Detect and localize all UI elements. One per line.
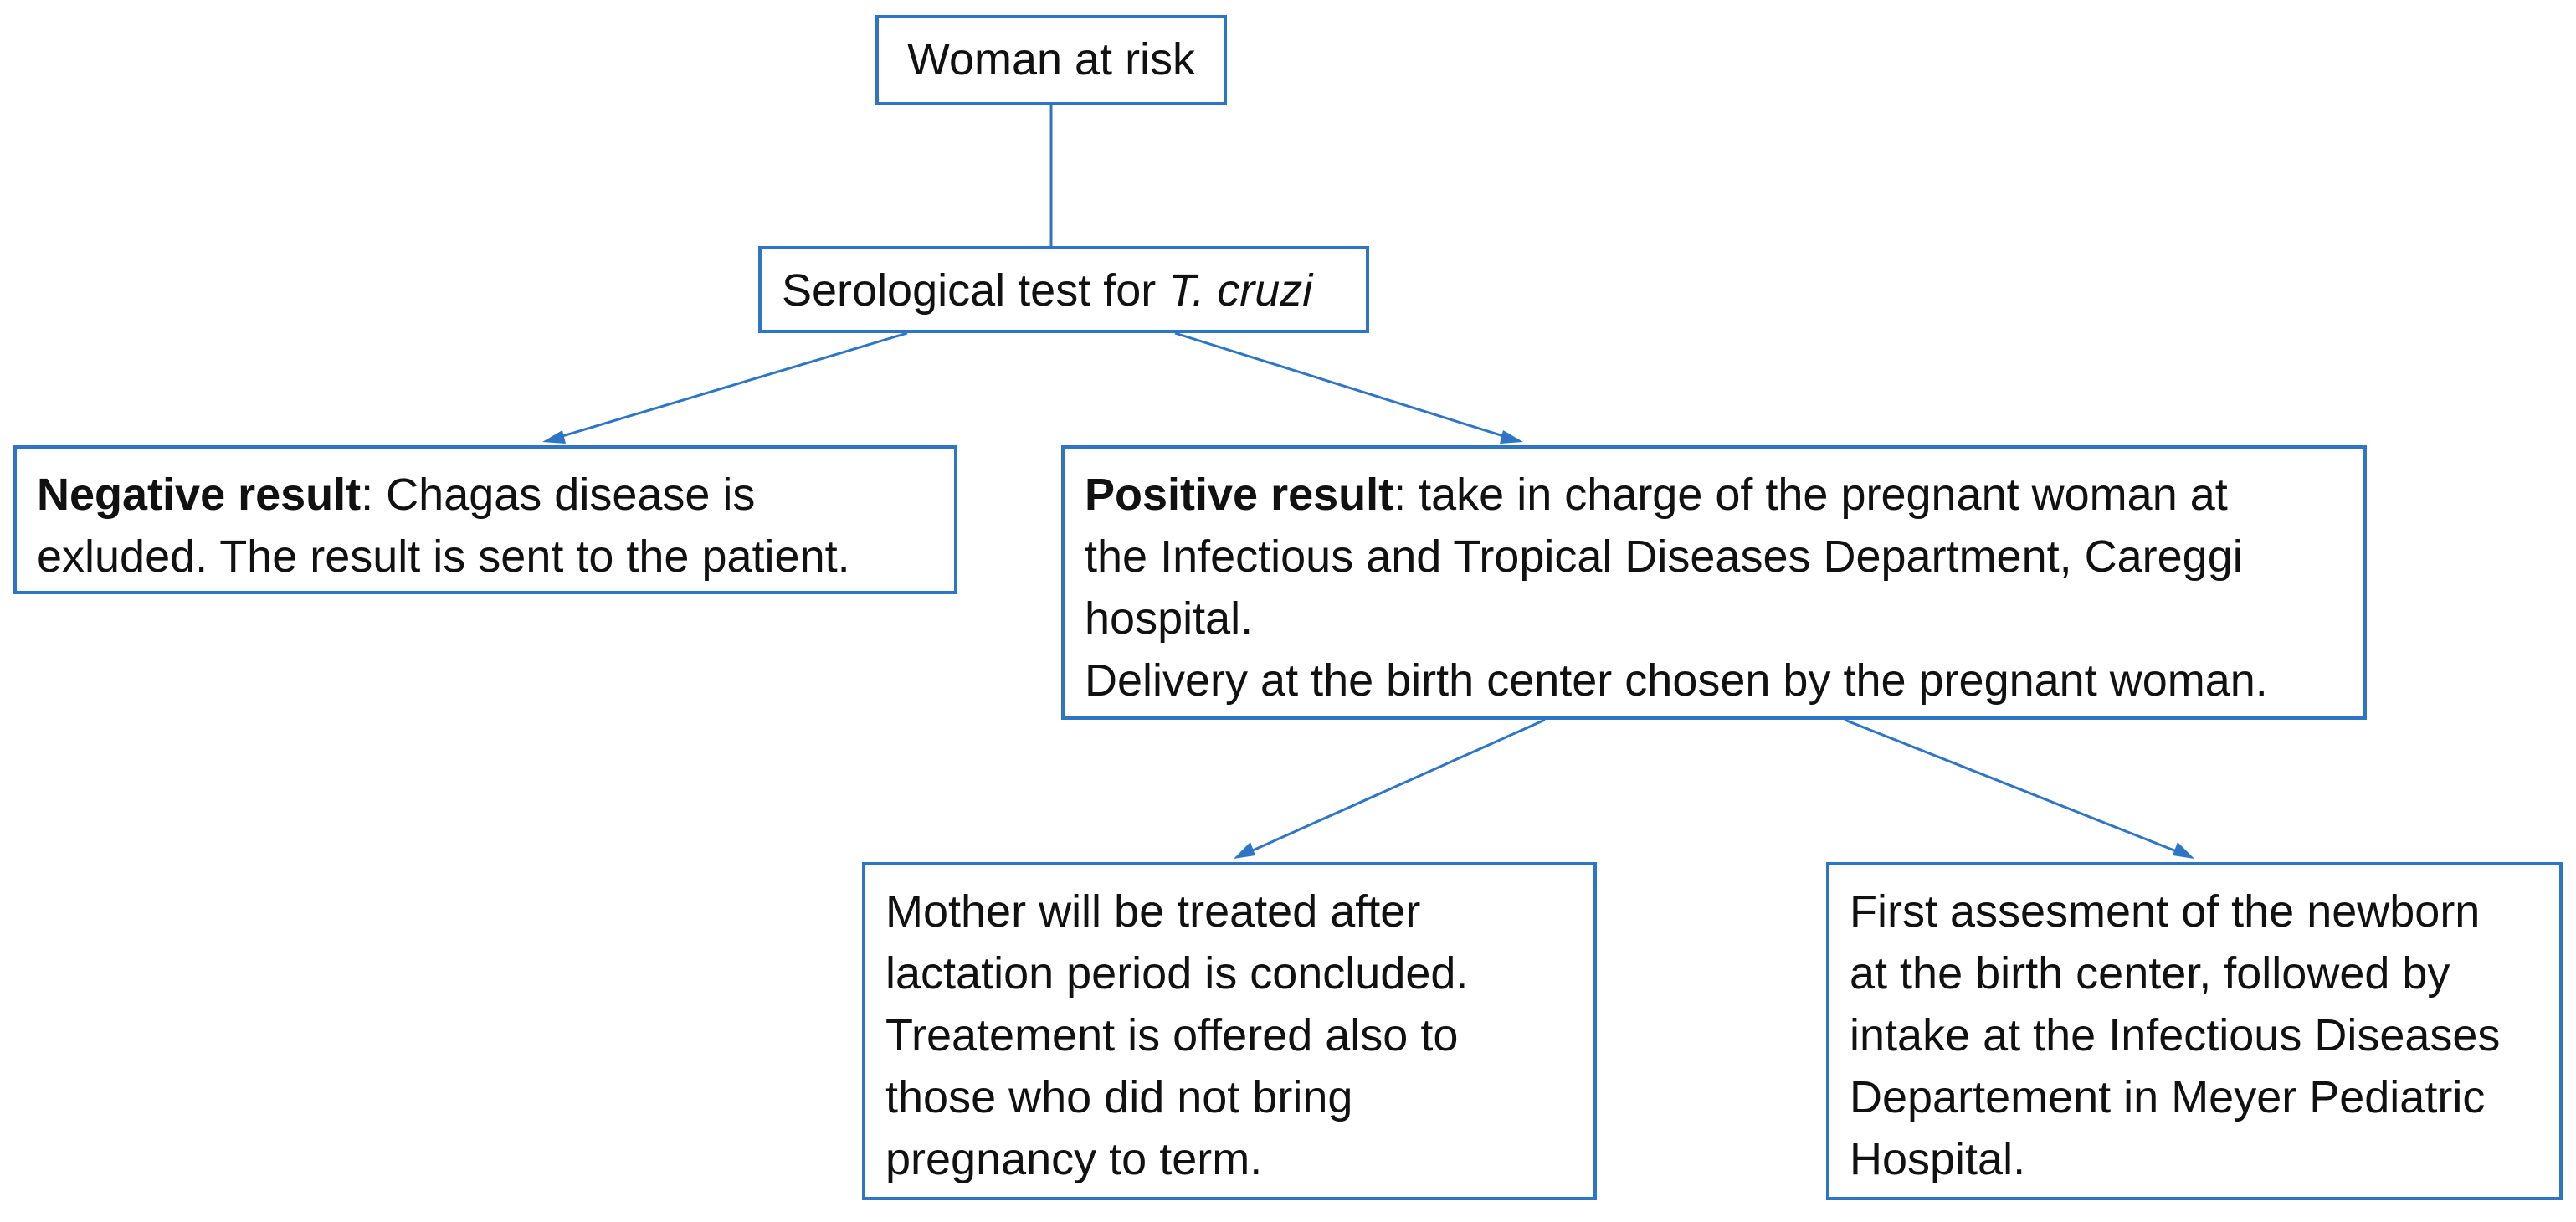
node-negative-result: Negative result: Chagas disease is exlud… [13, 445, 957, 594]
mother-treatment-line: pregnancy to term. [885, 1134, 1263, 1184]
node-woman-at-risk: Woman at risk [875, 15, 1227, 105]
arrowhead-negative [542, 430, 566, 444]
positive-result-line-1-rest: : take in charge of the pregnant woman a… [1393, 470, 2228, 520]
positive-result-line-4: Delivery at the birth center chosen by t… [1085, 655, 2268, 706]
newborn-assessment-line: First assesment of the newborn [1850, 886, 2481, 937]
woman-at-risk-text: Woman at risk [906, 34, 1196, 85]
positive-result-line-3: hospital. [1085, 593, 1254, 644]
node-mother-treatment: Mother will be treated after lactation p… [862, 862, 1597, 1200]
newborn-assessment-line: intake at the Infectious Diseases [1850, 1010, 2501, 1060]
mother-treatment-line: lactation period is concluded. [885, 948, 1469, 999]
newborn-assessment-line: at the birth center, followed by [1850, 948, 2450, 999]
connector-serology-to-positive [1174, 331, 1512, 440]
newborn-assessment-line: Hospital. [1850, 1134, 2026, 1184]
positive-result-line-2: the Infectious and Tropical Diseases Dep… [1085, 531, 2243, 582]
positive-result-label: Positive result [1085, 470, 1394, 520]
mother-treatment-line: those who did not bring [885, 1072, 1353, 1122]
mother-treatment-line: Mother will be treated after [885, 886, 1421, 937]
node-serological-test: Serological test for T. cruzi [758, 246, 1369, 333]
connector-positive-to-newborn [1844, 718, 2183, 855]
negative-result-line-1-rest: : Chagas disease is [361, 470, 756, 520]
arrowhead-positive [1500, 430, 1523, 444]
positive-result-line-1: Positive result: take in charge of the p… [1085, 464, 2343, 526]
negative-result-line-2: exluded. The result is sent to the patie… [37, 531, 850, 582]
newborn-assessment-line: Departement in Meyer Pediatric [1850, 1072, 2486, 1122]
arrowhead-newborn [2173, 842, 2194, 859]
arrowhead-mother [1234, 842, 1255, 859]
connector-positive-to-mother [1244, 718, 1546, 855]
negative-result-label: Negative result [37, 470, 362, 520]
serological-test-organism: T. cruzi [1168, 265, 1313, 316]
node-newborn-assessment: First assesment of the newborn at the bi… [1826, 862, 2563, 1200]
mother-treatment-line: Treatement is offered also to [885, 1010, 1459, 1060]
connector-serology-to-negative [553, 331, 908, 440]
serological-test-text: Serological test for [782, 265, 1169, 316]
negative-result-line-1: Negative result: Chagas disease is [37, 464, 934, 526]
node-positive-result: Positive result: take in charge of the p… [1061, 445, 2367, 720]
